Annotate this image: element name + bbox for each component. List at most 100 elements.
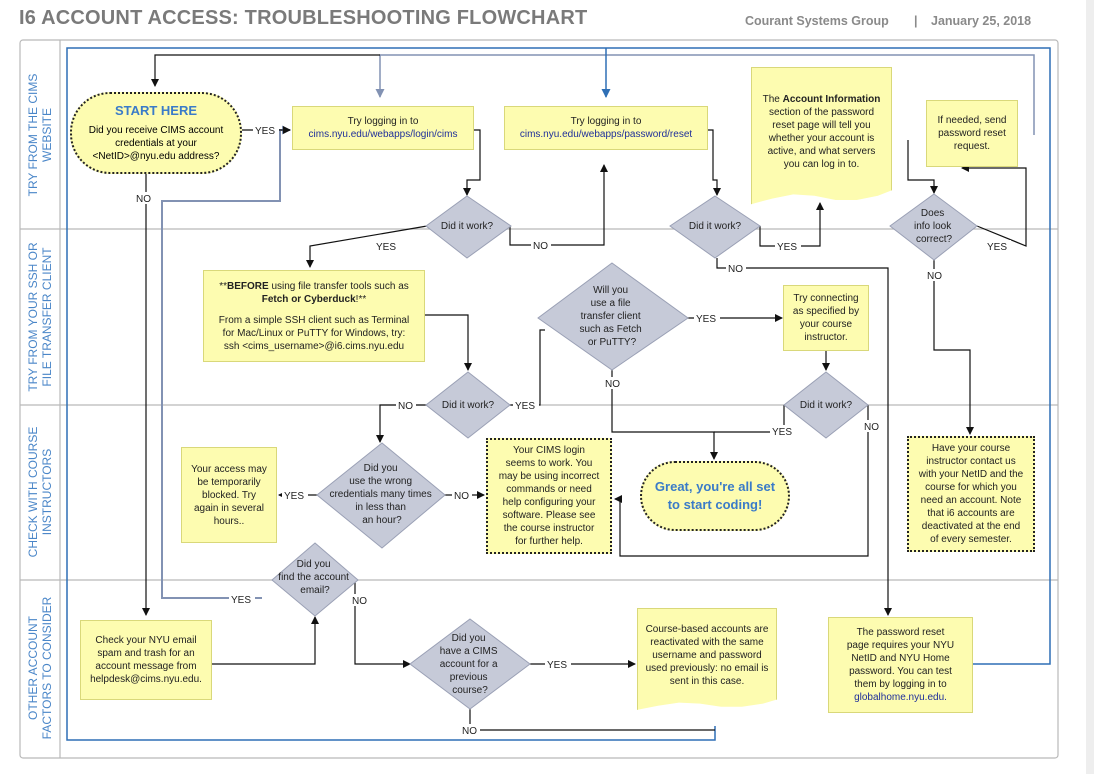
instructor-line-7: deactivated at the end <box>921 521 1021 532</box>
connector-retry-login <box>375 54 1035 135</box>
label-did2-no: NO <box>728 264 743 275</box>
account-info-box: The Account Information section of the p… <box>751 67 892 205</box>
blocked-line-4: again in several <box>193 502 265 514</box>
acct-info-line-3: reset page will tell you <box>772 120 871 131</box>
org-name: Courant Systems Group <box>745 14 889 28</box>
connector-info-no <box>933 258 974 435</box>
works-line-3: may be using incorrect <box>498 471 600 482</box>
blocked-box: Your access may be temporarily blocked. … <box>181 447 277 543</box>
label-did2-yes: YES <box>777 242 797 253</box>
decision-did-it-work-2 <box>669 195 761 259</box>
wrong-creds-text: Did you use the wrong credentials many t… <box>329 463 434 526</box>
label-email-no: NO <box>352 596 367 607</box>
connector-did1-no <box>509 164 608 246</box>
did1-text: Did it work? <box>441 221 494 232</box>
check-line-2: spam and trash for an <box>97 648 195 659</box>
instructor-line-1: Have your course <box>931 443 1011 454</box>
works-line-4: commands or need <box>506 484 592 495</box>
instructor-line-3: with your NetID and the <box>918 469 1024 480</box>
check-email-box: Check your NYU email spam and trash for … <box>80 620 212 700</box>
decision-wrong-credentials <box>316 442 446 549</box>
before-line-3: From a simple SSH client such as Termina… <box>218 314 410 326</box>
start-line-3: <NetID>@nyu.edu address? <box>92 150 220 162</box>
label-transfer-no: NO <box>605 379 620 390</box>
react-line-4: used previously: no email is <box>645 662 769 674</box>
login-link[interactable]: cims.nyu.edu/webapps/login/cims <box>308 129 458 140</box>
connecting-line-4: instructor. <box>804 332 848 343</box>
transfer-q-text: Will you use a file transfer client such… <box>579 285 644 348</box>
decision-did-it-work-3 <box>425 371 511 439</box>
header-separator: | <box>914 14 918 28</box>
pwreq-line-2: page requires your NYU <box>846 640 955 651</box>
page-title: I6 ACCOUNT ACCESS: TROUBLESHOOTING FLOWC… <box>19 7 588 29</box>
react-line-5: sent in this case. <box>669 675 745 687</box>
label-transfer-yes: YES <box>696 314 716 325</box>
scrollbar[interactable] <box>1086 0 1094 774</box>
label-did3-no: NO <box>398 401 413 412</box>
decision-transfer-client <box>537 262 689 371</box>
connector-reset-to-did2 <box>708 129 721 196</box>
pwreq-line-4: password. You can test <box>849 666 952 677</box>
connector-did2-no <box>716 258 892 616</box>
login-works-box: Your CIMS login seems to work. You may b… <box>486 438 612 554</box>
reset-link[interactable]: cims.nyu.edu/webapps/password/reset <box>519 129 693 140</box>
instructor-line-6: that i6 accounts are <box>927 508 1015 519</box>
acct-info-line-2: section of the password <box>768 107 875 118</box>
label-info-no: NO <box>927 271 942 282</box>
label-did1-no: NO <box>533 241 548 252</box>
connector-did3-yes <box>510 329 545 406</box>
start-node: START HERE Did you receive CIMS account … <box>70 92 242 174</box>
works-line-7: the course instructor <box>503 523 595 534</box>
check-line-4: helpdesk@cims.nyu.edu. <box>90 674 202 685</box>
did3-text: Did it work? <box>442 400 495 411</box>
acct-info-line-6: you can log in to. <box>783 159 860 170</box>
instructor-line-8: of every semester. <box>930 534 1012 545</box>
instructor-line-5: need an account. Note <box>920 495 1022 506</box>
connector-loop-to-start <box>151 54 380 87</box>
label-start-yes: YES <box>255 126 275 137</box>
reset-box: Try logging in to cims.nyu.edu/webapps/p… <box>504 106 708 150</box>
pwreq-line-3: NetID and NYU Home <box>851 653 950 664</box>
globalhome-link[interactable]: globalhome.nyu.edu. <box>854 692 947 703</box>
instructor-box: Have your course instructor contact us w… <box>907 436 1035 552</box>
lane-title-instructors: CHECK WITH COURSEINSTRUCTORS <box>26 427 54 558</box>
decision-did-it-work-4 <box>783 371 869 439</box>
send-reset-line-3: request. <box>953 141 991 152</box>
check-line-1: Check your NYU email <box>95 635 197 646</box>
start-title: START HERE <box>114 103 198 119</box>
connector-check-to-email <box>212 616 319 665</box>
connector-blue-loop <box>66 47 1051 741</box>
blocked-line-3: blocked. Try <box>202 489 256 501</box>
reactivated-box: Course-based accounts are reactivated wi… <box>637 608 777 710</box>
label-prev-no: NO <box>462 726 477 737</box>
connecting-line-1: Try connecting <box>793 293 859 304</box>
acct-info-line-4: whether your account is <box>768 133 875 144</box>
try-connecting-box: Try connecting as specified by your cour… <box>783 285 869 351</box>
acct-info-line-1: The Account Information <box>762 94 881 105</box>
works-line-5: help configuring your <box>502 497 596 508</box>
before-line-5: ssh <cims_username>@i6.cims.nyu.edu <box>223 340 405 352</box>
react-line-2: reactivated with the same <box>650 636 764 648</box>
acct-info-line-5: active, and what servers <box>767 146 876 157</box>
start-line-2: credentials at your <box>115 137 197 149</box>
label-email-yes: YES <box>231 595 251 606</box>
react-line-3: username and password <box>652 649 762 661</box>
before-line-4: for Mac/Linux or PuTTY for Windows, try: <box>222 327 406 339</box>
label-creds-yes: YES <box>284 491 304 502</box>
blocked-line-5: hours.. <box>213 515 245 527</box>
decision-did-it-work-1 <box>425 195 512 259</box>
send-reset-line-2: password reset <box>938 128 1006 139</box>
edge-labels: YES NO YES NO YES NO YES NO YES NO NO YE… <box>134 124 1011 737</box>
connector-did1-yes <box>306 225 428 268</box>
decision-previous-course <box>409 618 531 710</box>
works-line-1: Your CIMS login <box>513 445 585 456</box>
react-line-1: Course-based accounts are <box>645 623 769 635</box>
connector-login-to-did1 <box>463 129 481 196</box>
diagram-frame <box>19 39 1059 759</box>
lane-title-other: OTHER ACCOUNTFACTORS TO CONSIDER <box>26 596 54 739</box>
connector-info-yes <box>961 164 1027 247</box>
find-email-text: Did you find the account email? <box>278 559 351 596</box>
login-box: Try logging in to cims.nyu.edu/webapps/l… <box>292 106 474 150</box>
before-line-2: Fetch or Cyberduck!** <box>261 293 367 305</box>
